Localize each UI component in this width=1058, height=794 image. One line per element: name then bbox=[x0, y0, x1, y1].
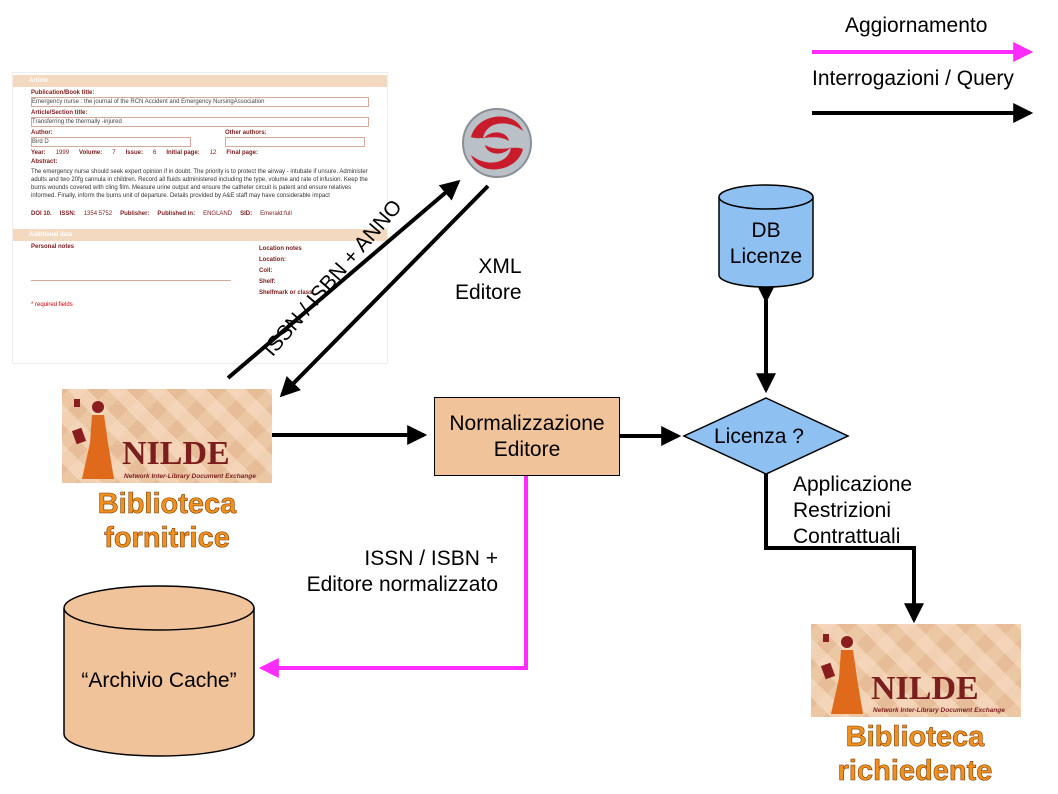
licenza-diamond bbox=[682, 397, 850, 475]
year-value: 1999 bbox=[55, 150, 70, 156]
sid-value: Emerald:full bbox=[260, 211, 292, 217]
art-label: Article/Section title: bbox=[31, 110, 88, 116]
legend-update-label: Aggiornamento bbox=[845, 14, 988, 37]
other-authors-label: Other authors: bbox=[225, 130, 267, 136]
issn-form-label: ISSN: bbox=[59, 211, 76, 217]
issue-value: 6 bbox=[152, 150, 157, 156]
archivio-cache-label: “Archivio Cache” bbox=[81, 669, 237, 692]
volume-value: 7 bbox=[112, 150, 116, 156]
licenza-label: Licenza ? bbox=[714, 425, 804, 448]
form-section-article: Article bbox=[13, 75, 387, 87]
nilde-logo-requester: NILDE Network Inter-Library Document Exc… bbox=[811, 624, 1021, 717]
article-form-screenshot: Article Publication/Book title: Emergenc… bbox=[12, 72, 388, 364]
nilde-logo-supplier: NILDE Network Inter-Library Document Exc… bbox=[62, 389, 272, 483]
location-notes-label: Location notes bbox=[259, 246, 302, 252]
issn-normalized-label: ISSN / ISBN + Editore normalizzato bbox=[306, 547, 498, 596]
shelf-label: Shelf: bbox=[259, 279, 276, 285]
abstract-text: The emergency nurse should seek expert o… bbox=[31, 169, 368, 199]
pub-label: Publication/Book title: bbox=[31, 90, 95, 96]
archivio-cache-cylinder bbox=[63, 585, 255, 757]
serials-swirl-icon bbox=[462, 108, 532, 178]
nilde-word: NILDE bbox=[122, 435, 230, 472]
required-note: * required fields bbox=[31, 302, 73, 308]
art-field: Transferring the thermally -injured bbox=[31, 117, 369, 127]
doi-label: DOI 10. bbox=[31, 211, 52, 217]
db-licenze-cylinder bbox=[718, 184, 814, 288]
published-in-value: ENGLAND bbox=[203, 211, 233, 217]
supplier-caption: Biblioteca fornitrice bbox=[97, 488, 237, 555]
nilde-tagline: Network Inter-Library Document Exchange bbox=[873, 707, 1005, 714]
issn-form-value: 1354 5752 bbox=[83, 211, 113, 217]
restrictions-label: Applicazione Restrizioni Contrattuali bbox=[793, 473, 913, 548]
nilde-tagline: Network Inter-Library Document Exchange bbox=[124, 473, 256, 480]
coll-label: Coll: bbox=[259, 268, 273, 274]
volume-label: Volume: bbox=[79, 150, 103, 156]
ipage-label: Initial page: bbox=[166, 150, 200, 156]
nilde-word: NILDE bbox=[871, 670, 979, 707]
publisher-label: Publisher: bbox=[120, 211, 150, 217]
published-in-label: Published in: bbox=[157, 211, 196, 217]
reader-figure-icon bbox=[71, 399, 114, 479]
requester-caption: Biblioteca richiedente bbox=[837, 721, 993, 788]
legend-query-label: Interrogazioni / Query bbox=[812, 67, 1014, 90]
ipage-value: 12 bbox=[209, 150, 217, 156]
arrow-issn-anno bbox=[226, 179, 461, 380]
other-authors-field bbox=[225, 137, 365, 147]
fpage-label: Final page: bbox=[226, 150, 259, 156]
normalizzazione-box: Normalizzazione Editore bbox=[434, 397, 620, 476]
normalizzazione-label: Normalizzazione Editore bbox=[449, 411, 605, 461]
db-licenze-label: DB Licenze bbox=[729, 219, 803, 268]
personal-notes-label: Personal notes bbox=[31, 244, 75, 250]
shelfmark-label: Shelfmark or class: bbox=[259, 290, 315, 296]
location-label: Location: bbox=[259, 257, 286, 263]
sid-label: SID: bbox=[240, 211, 253, 217]
pub-field: Emergency nurse : the journal of the RCN… bbox=[31, 97, 369, 107]
arrow-xml-editore bbox=[279, 184, 490, 398]
form-section-additional: Additional data bbox=[13, 229, 387, 241]
author-field: Bird D bbox=[31, 137, 191, 147]
arrow-to-cache bbox=[258, 476, 528, 678]
abstract-label: Abstract: bbox=[31, 159, 58, 165]
xml-editore-label: XML Editore bbox=[455, 255, 522, 304]
author-label: Author: bbox=[31, 130, 53, 136]
reader-figure-icon bbox=[820, 634, 863, 714]
arrow-to-requester bbox=[764, 474, 924, 624]
year-label: Year: bbox=[31, 150, 46, 156]
issue-label: Issue: bbox=[125, 150, 143, 156]
